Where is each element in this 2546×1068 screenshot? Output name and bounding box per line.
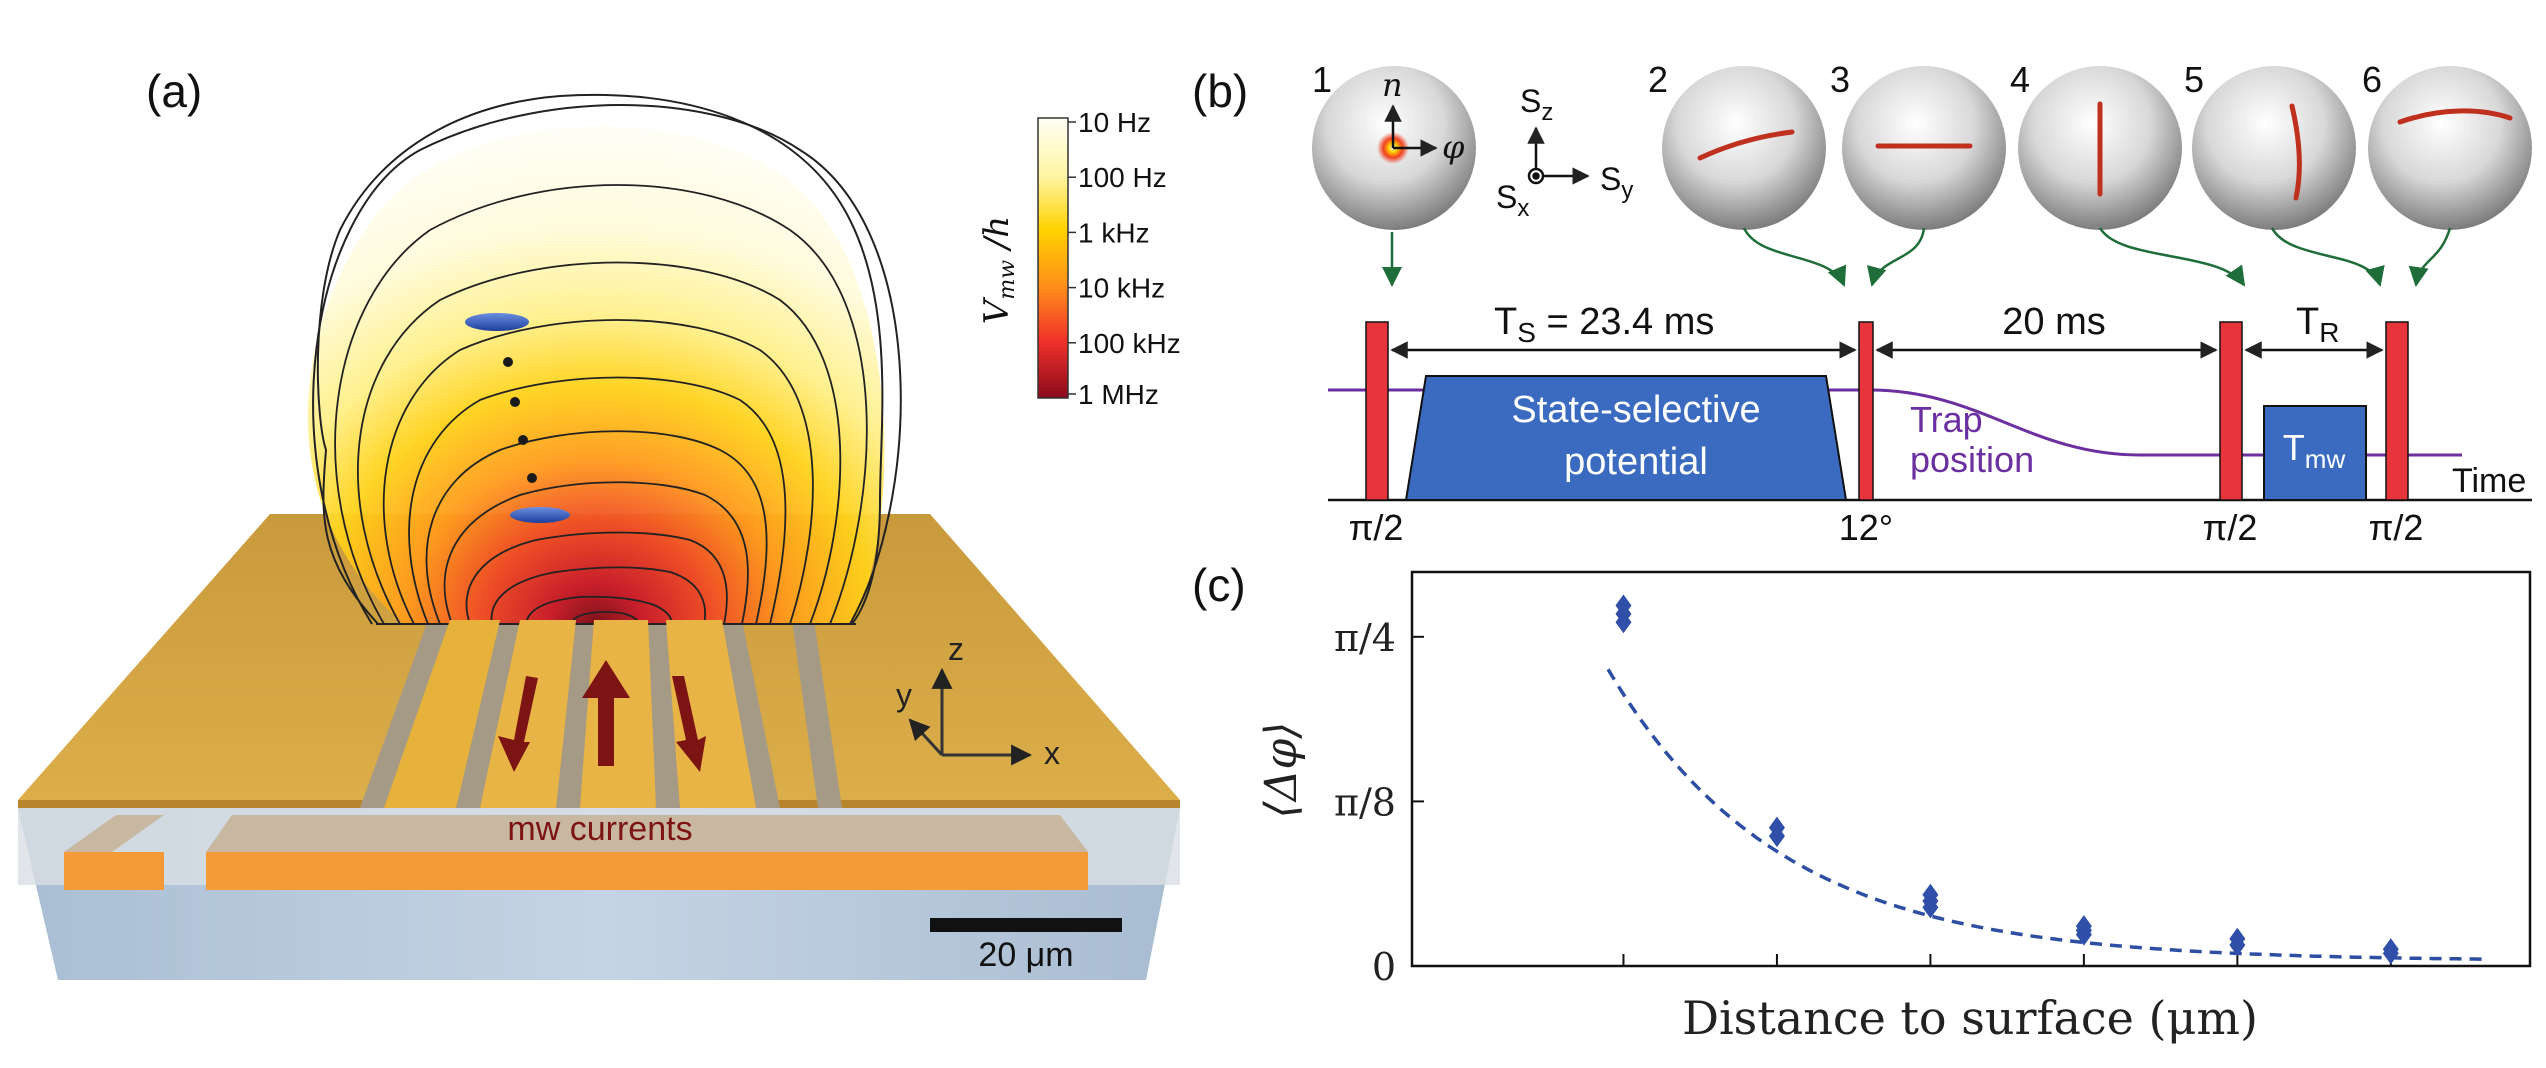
data-point bbox=[2382, 942, 2399, 965]
spin-axis-sx: Sx bbox=[1496, 179, 1529, 222]
panel-label-b: (b) bbox=[1192, 65, 1249, 117]
state-selective-label-1: State-selective bbox=[1511, 389, 1760, 431]
panel-a-illustration: mw currents x z y 20 μm 10 Hz 100 Hz 1 kHz… bbox=[18, 93, 1181, 980]
sphere-number: 1 bbox=[1312, 59, 1332, 100]
sphere-number: 6 bbox=[2362, 59, 2382, 100]
microwave-wires bbox=[360, 620, 842, 808]
sphere-number: 5 bbox=[2184, 59, 2204, 100]
tmw-label: Tmw bbox=[2283, 427, 2346, 474]
scalebar bbox=[930, 918, 1122, 932]
pulse-label-2: 12° bbox=[1839, 507, 1893, 548]
plot-frame bbox=[1410, 570, 2532, 968]
bloch-sphere-5 bbox=[2192, 66, 2356, 230]
y-axis-label: ⟨Δφ⟩ bbox=[1256, 722, 1307, 819]
trap-label-2: position bbox=[1910, 439, 2034, 480]
panel-label-a: (a) bbox=[146, 65, 203, 117]
spin-axis-sy: Sy bbox=[1600, 161, 1633, 204]
sphere-number: 2 bbox=[1648, 59, 1668, 100]
buried-electrode-top-left bbox=[64, 815, 164, 852]
colorbar-ticks: 10 Hz 100 Hz 1 kHz 10 kHz 100 kHz 1 MHz bbox=[1068, 107, 1181, 410]
current-arrow-up-center bbox=[582, 660, 630, 766]
tr-label: TR bbox=[2296, 301, 2339, 348]
spin-axis-sz: Sz bbox=[1520, 83, 1553, 126]
coordinate-axes bbox=[908, 667, 1033, 766]
gap-label: 20 ms bbox=[2002, 301, 2105, 343]
colorbar-label: Vmw /h bbox=[977, 216, 1020, 324]
atom-cloud-lower bbox=[510, 507, 570, 523]
colorbar-tick-label: 1 MHz bbox=[1078, 379, 1159, 410]
data-point bbox=[1922, 896, 1939, 919]
data-point bbox=[1615, 611, 1632, 634]
spin-axes bbox=[1527, 126, 1590, 185]
field-cross-section bbox=[307, 93, 902, 625]
y-axis-ticks: 0 π/8 π/4 bbox=[1334, 616, 1424, 989]
panel-label-c: (c) bbox=[1192, 559, 1246, 611]
pulse-12deg bbox=[1858, 321, 1874, 501]
atom-positions bbox=[503, 357, 537, 483]
pulse-pi2-first bbox=[1365, 321, 1389, 501]
bloch-sphere-6 bbox=[2368, 66, 2532, 230]
fit-curve bbox=[1606, 668, 2483, 961]
y-tick-label: 0 bbox=[1372, 945, 1396, 989]
pulse-pi2-second bbox=[2219, 321, 2243, 501]
sphere-number: 3 bbox=[1830, 59, 1850, 100]
pulse-label-3: π/2 bbox=[2203, 507, 2258, 548]
mw-currents-label: mw currents bbox=[507, 810, 692, 848]
bloch-sphere-2 bbox=[1662, 66, 1826, 230]
buried-electrode-right bbox=[206, 852, 1088, 890]
data-point bbox=[2075, 923, 2092, 946]
trap-position-curve bbox=[1328, 388, 2462, 457]
panel-c-chart: 0 π/8 π/4 Distance to surface (μm) ⟨Δφ⟩ bbox=[1256, 570, 2532, 1045]
sphere-number: 4 bbox=[2010, 59, 2030, 100]
colorbar-tick-label: 10 kHz bbox=[1078, 273, 1165, 304]
trap-label-1: Trap bbox=[1910, 399, 1983, 440]
time-label: Time bbox=[2452, 462, 2526, 500]
colorbar bbox=[1037, 117, 1069, 399]
colorbar-tick-label: 100 Hz bbox=[1078, 162, 1167, 193]
state-selective-block bbox=[1404, 375, 1848, 501]
pulse-pi2-third bbox=[2385, 321, 2409, 501]
axis-x-label: x bbox=[1044, 735, 1060, 771]
y-tick-label: π/4 bbox=[1334, 616, 1396, 660]
bloch-spheres: 1 2 3 4 5 6 bbox=[1312, 59, 2532, 230]
scalebar-label: 20 μm bbox=[978, 936, 1073, 974]
tmw-block bbox=[2263, 405, 2367, 501]
atom-cloud-upper bbox=[465, 313, 529, 331]
x-axis-label: Distance to surface (μm) bbox=[1682, 991, 2258, 1045]
squeezed-state-6 bbox=[2397, 108, 2513, 125]
data-points bbox=[1615, 594, 2399, 965]
buried-electrode-left bbox=[64, 852, 164, 890]
axis-y-label: y bbox=[896, 677, 912, 713]
buried-electrode-top-right bbox=[206, 815, 1088, 852]
state-selective-label-2: potential bbox=[1564, 441, 1708, 483]
current-arrow-down-left bbox=[498, 676, 538, 772]
squeezed-state-5 bbox=[2289, 103, 2302, 201]
data-point bbox=[2229, 934, 2246, 957]
timing-arrows bbox=[1382, 227, 2452, 287]
y-tick-label: π/8 bbox=[1334, 780, 1396, 824]
ts-label: TS = 23.4 ms bbox=[1494, 301, 1714, 348]
data-point bbox=[1768, 825, 1785, 848]
pulse-label-1: π/2 bbox=[1349, 507, 1404, 548]
current-arrow-down-right bbox=[672, 676, 706, 772]
axis-z-label: z bbox=[948, 631, 964, 667]
squeezed-state-2 bbox=[1697, 129, 1795, 161]
current-arrows bbox=[498, 660, 706, 772]
colorbar-tick-label: 100 kHz bbox=[1078, 328, 1181, 359]
colorbar-tick-label: 1 kHz bbox=[1078, 217, 1150, 248]
sphere1-n-label: n bbox=[1382, 66, 1403, 104]
pulse-label-4: π/2 bbox=[2369, 507, 2424, 548]
sphere1-phi-label: φ bbox=[1442, 128, 1465, 166]
colorbar-tick-label: 10 Hz bbox=[1078, 107, 1151, 138]
